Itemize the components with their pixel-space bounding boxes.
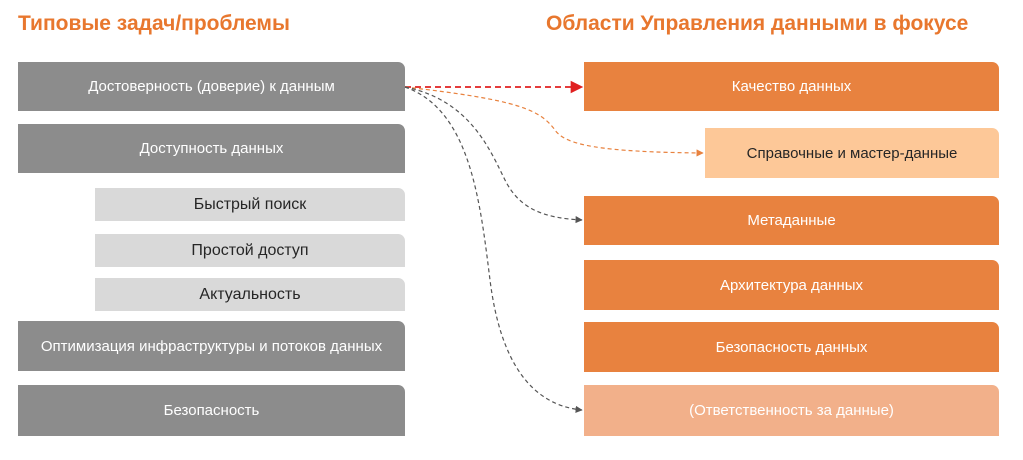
focus-reference-master-data: Справочные и мастер-данные — [705, 128, 999, 178]
problem-data-trust: Достоверность (доверие) к данным — [18, 62, 405, 111]
arrow-trust-to-ownership — [404, 86, 583, 413]
problem-security: Безопасность — [18, 385, 405, 436]
sub-problem-easy-access: Простой доступ — [95, 234, 405, 267]
arrow-trust-to-metadata — [404, 86, 583, 224]
arrow-trust-to-master-data — [404, 86, 704, 157]
right-heading: Области Управления данными в фокусе — [546, 12, 969, 35]
sub-problem-actuality: Актуальность — [95, 278, 405, 311]
focus-data-architecture: Архитектура данных — [584, 260, 999, 310]
focus-data-ownership: (Ответственность за данные) — [584, 385, 999, 436]
problem-infrastructure-optimization: Оптимизация инфраструктуры и потоков дан… — [18, 321, 405, 371]
focus-data-security: Безопасность данных — [584, 322, 999, 372]
focus-data-quality: Качество данных — [584, 62, 999, 111]
focus-metadata: Метаданные — [584, 196, 999, 245]
sub-problem-fast-search: Быстрый поиск — [95, 188, 405, 221]
left-heading: Типовые задач/проблемы — [18, 12, 290, 35]
problem-data-availability: Доступность данных — [18, 124, 405, 173]
